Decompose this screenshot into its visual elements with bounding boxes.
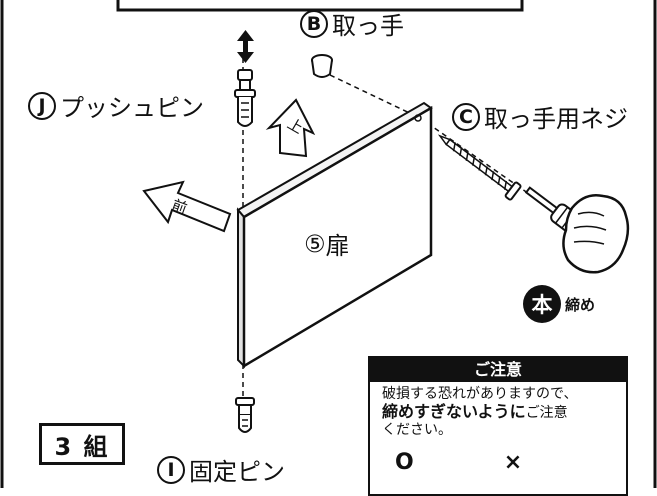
caution-line2-rest: ご注意 bbox=[525, 405, 568, 421]
caution-title: ご注意 bbox=[370, 358, 626, 382]
front-arrow-icon bbox=[142, 180, 232, 233]
label-handle-screw: C 取っ手用ネジ bbox=[452, 99, 628, 134]
label-handle: B 取っ手 bbox=[300, 6, 404, 41]
push-pin-mark: J bbox=[28, 91, 56, 120]
handle-mark: B bbox=[300, 9, 328, 38]
handle-text: 取っ手 bbox=[332, 12, 404, 40]
tighten-badge: 本 bbox=[523, 285, 561, 323]
label-push-pin: J プッシュピン bbox=[28, 88, 204, 123]
push-pin-icon bbox=[234, 69, 256, 127]
tighten-text: 締め bbox=[565, 295, 596, 314]
door-text: 扉 bbox=[325, 232, 350, 260]
push-pin-text: プッシュピン bbox=[60, 94, 204, 122]
fixing-pin-icon bbox=[235, 397, 255, 433]
door-panel bbox=[236, 101, 433, 369]
caution-line3: ください。 bbox=[382, 422, 452, 438]
up-arrow-icon bbox=[265, 98, 316, 158]
caution-marks: O × bbox=[390, 450, 620, 475]
screw-icon bbox=[437, 134, 522, 201]
handle-screw-text: 取っ手用ネジ bbox=[484, 105, 628, 133]
knob-icon bbox=[311, 54, 333, 78]
screw-guide-line bbox=[419, 117, 546, 206]
door-mark: ⑤ bbox=[304, 229, 326, 258]
handle-screw-mark: C bbox=[452, 102, 480, 131]
fixing-pin-text: 固定ピン bbox=[189, 458, 285, 486]
screwdriver-hand-icon bbox=[524, 186, 630, 274]
caution-body: 破損する恐れがありますので、 締めすぎないようにご注意 ください。 bbox=[370, 382, 626, 439]
caution-box: ご注意 破損する恐れがありますので、 締めすぎないようにご注意 ください。 O … bbox=[368, 356, 628, 496]
label-fixing-pin: I 固定ピン bbox=[157, 452, 285, 487]
set-count-label: 3 組 bbox=[39, 423, 125, 465]
handle-guide-line bbox=[329, 74, 421, 119]
caution-ng-mark: × bbox=[503, 450, 523, 475]
frame-top-tab bbox=[116, 0, 524, 12]
tighten-instruction: 本 締め bbox=[523, 285, 595, 323]
label-door: ⑤ 扉 bbox=[304, 226, 350, 261]
caution-line2-bold: 締めすぎないように bbox=[382, 402, 526, 421]
fixing-pin-mark: I bbox=[157, 455, 185, 484]
caution-line2: 締めすぎないようにご注意 bbox=[382, 403, 618, 422]
caution-line1: 破損する恐れがありますので、 bbox=[382, 386, 578, 402]
caution-ok-mark: O bbox=[395, 450, 414, 475]
up-down-arrow-icon bbox=[237, 30, 254, 63]
